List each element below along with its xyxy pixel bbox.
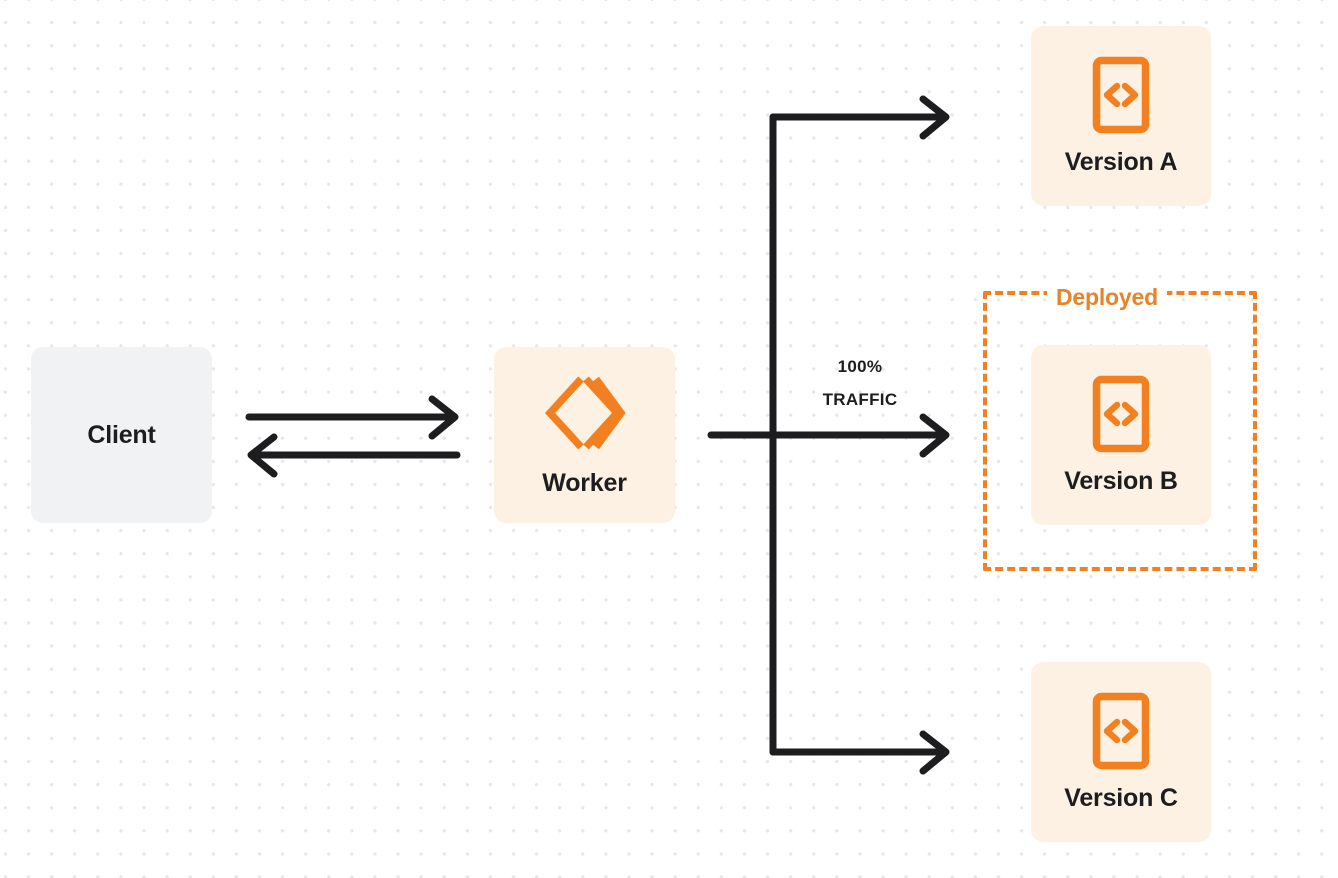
traffic-label: 100% TRAFFIC: [795, 350, 925, 416]
node-version-c[interactable]: Version C: [1031, 662, 1211, 842]
version-c-label: Version C: [1064, 783, 1178, 812]
edge-branch-version-a: [769, 95, 950, 140]
edge-trunk: [707, 113, 777, 756]
version-a-label: Version A: [1064, 147, 1178, 176]
version-b-label: Version B: [1064, 466, 1178, 495]
traffic-percent: 100%: [837, 357, 883, 376]
code-brackets-icon: [1092, 692, 1150, 770]
node-version-a[interactable]: Version A: [1031, 26, 1211, 206]
node-worker[interactable]: Worker: [494, 347, 675, 523]
deployed-group-label: Deployed: [1047, 284, 1167, 310]
edge-worker-to-client: [247, 433, 461, 478]
edge-branch-version-b: [769, 413, 950, 458]
edge-branch-version-c: [769, 730, 950, 775]
traffic-word: TRAFFIC: [822, 390, 898, 409]
node-version-b[interactable]: Version B: [1031, 345, 1211, 525]
code-brackets-icon: [1092, 375, 1150, 453]
edge-client-to-worker: [245, 395, 459, 440]
code-brackets-icon: [1092, 56, 1150, 134]
worker-label: Worker: [542, 468, 627, 497]
node-client[interactable]: Client: [31, 347, 212, 523]
cloudflare-workers-icon: [542, 373, 628, 453]
client-label: Client: [87, 420, 156, 449]
